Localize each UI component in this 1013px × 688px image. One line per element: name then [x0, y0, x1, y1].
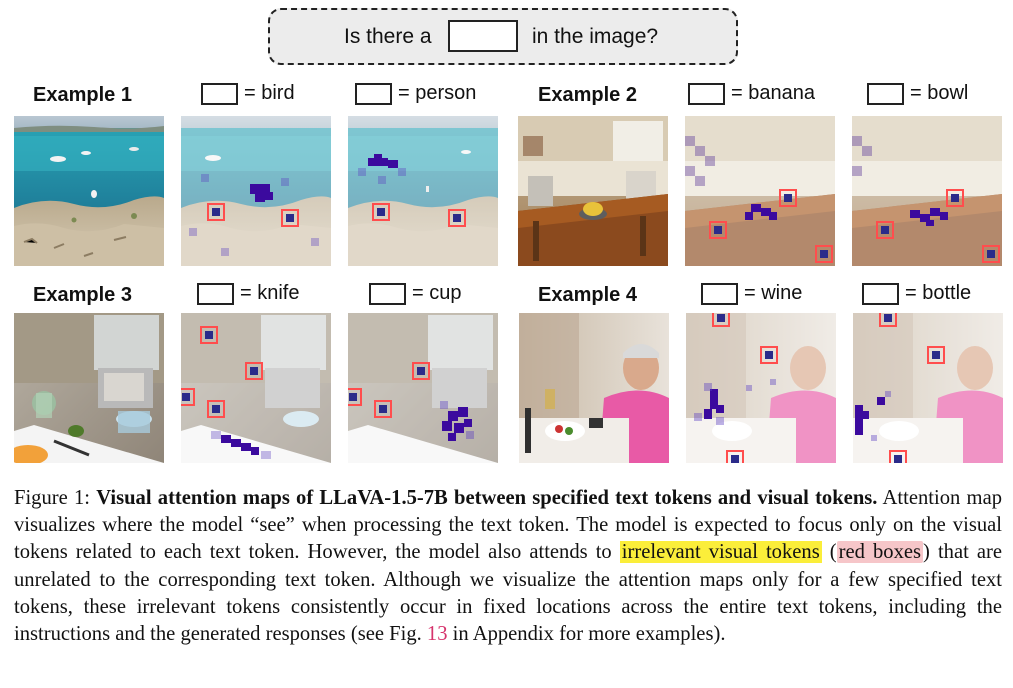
example-4-bottle-attention-map — [853, 313, 1003, 463]
example-4-token-1-label: = wine — [701, 282, 802, 305]
example-1-token-2-label: = person — [355, 82, 476, 105]
token-text: = banana — [731, 82, 815, 104]
example-3-token-1-label: = knife — [197, 282, 299, 305]
example-2-bowl-attention-map — [852, 116, 1002, 266]
example-3-title: Example 3 — [33, 284, 132, 306]
example-2-original-image — [518, 116, 668, 266]
prompt-box: Is there a in the image? — [268, 8, 738, 65]
token-slot — [355, 82, 392, 105]
example-4-wine-attention-map — [686, 313, 836, 463]
caption-text-2: that are unrelated to the corresponding … — [14, 541, 1002, 646]
example-4-original-image — [519, 313, 669, 463]
figure-label: Figure 1: — [14, 487, 91, 509]
prompt-text-before: Is there a — [344, 25, 432, 48]
example-2-token-2-label: = bowl — [867, 82, 968, 105]
example-1-person-attention-map — [348, 116, 498, 266]
caption-text-3: in Appendix for more examples). — [452, 623, 726, 646]
token-text: = bowl — [910, 82, 969, 104]
figure-reference-link[interactable]: 13 — [426, 623, 448, 646]
token-text: = bird — [244, 82, 295, 104]
irrelevant-tokens-highlight: irrelevant visual tokens — [619, 541, 822, 564]
example-2-banana-attention-map — [685, 116, 835, 266]
token-slot — [369, 282, 406, 305]
example-1-token-1-label: = bird — [201, 82, 295, 105]
token-text: = person — [398, 82, 477, 104]
token-text: = wine — [744, 282, 803, 304]
example-3-token-2-label: = cup — [369, 282, 461, 305]
example-4-title: Example 4 — [538, 284, 637, 306]
caption-text-1: Attention map visualizes where the model… — [14, 487, 1003, 564]
red-boxes-highlight: red boxes — [836, 541, 924, 564]
example-2-title: Example 2 — [538, 84, 637, 106]
caption-title: Visual attention maps of LLaVA-1.5-7B be… — [96, 487, 878, 509]
example-4-token-2-label: = bottle — [862, 282, 971, 305]
example-1-bird-attention-map — [181, 116, 331, 266]
example-2-token-1-label: = banana — [688, 82, 815, 105]
example-3-cup-attention-map — [348, 313, 498, 463]
example-1-title: Example 1 — [33, 84, 132, 106]
paren-close: ) — [923, 541, 930, 564]
token-text: = bottle — [905, 282, 972, 304]
token-slot — [197, 282, 234, 305]
token-text: = knife — [240, 282, 300, 304]
prompt-token-slot — [448, 20, 518, 52]
token-text: = cup — [412, 282, 462, 304]
token-slot — [867, 82, 904, 105]
figure-caption: Figure 1: Visual attention maps of LLaVA… — [14, 485, 1002, 648]
example-1-original-image — [14, 116, 164, 266]
token-slot — [201, 82, 238, 105]
token-slot — [688, 82, 725, 105]
paren-open: ( — [829, 541, 837, 564]
example-3-original-image — [14, 313, 164, 463]
token-slot — [862, 282, 899, 305]
token-slot — [701, 282, 738, 305]
example-3-knife-attention-map — [181, 313, 331, 463]
prompt-text-after: in the image? — [532, 25, 659, 48]
